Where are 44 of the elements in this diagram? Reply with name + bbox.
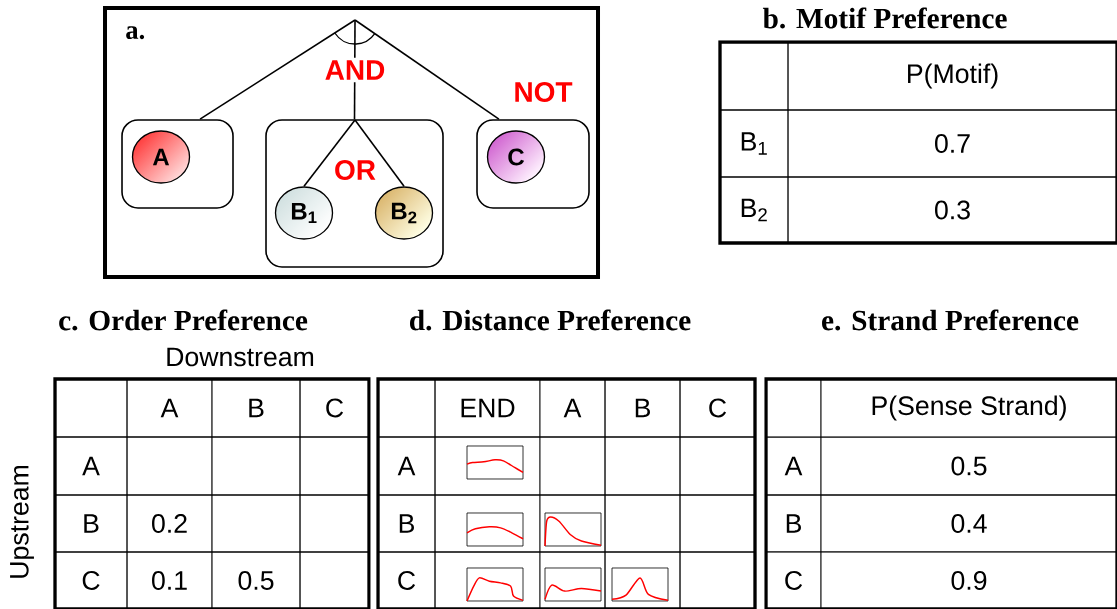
- column-header: B: [635, 398, 650, 418]
- row-header: A: [82, 456, 100, 476]
- row-header: A: [397, 456, 416, 476]
- row-header: B: [786, 514, 801, 533]
- column-header: B: [249, 398, 264, 418]
- table-value: 0.5: [238, 571, 274, 590]
- table-value: 0.3: [935, 200, 970, 220]
- operator-label: OR: [335, 160, 376, 180]
- group-box: [265, 119, 444, 268]
- group-box: [121, 119, 234, 209]
- column-header: P(Sense Strand): [872, 395, 1066, 421]
- panel-title: c. Order Preference: [59, 309, 308, 331]
- tree-line: [354, 119, 405, 188]
- axis-label: Downstream: [167, 347, 314, 367]
- column-header: C: [326, 398, 344, 418]
- table-value: 0.7: [935, 134, 970, 153]
- column-header: A: [160, 398, 179, 418]
- row-header: B$_{2}$: [741, 198, 767, 222]
- row-header: B: [84, 514, 99, 533]
- row-header: C: [398, 571, 416, 590]
- axis-label: Upstream: [10, 466, 34, 578]
- row-header: C: [82, 571, 100, 590]
- row-header: C: [785, 571, 803, 590]
- panel-title: e. Strand Preference: [822, 309, 1079, 331]
- column-header: C: [709, 398, 727, 418]
- column-header: P(Motif): [908, 63, 998, 89]
- row-header: A: [784, 456, 803, 476]
- group-box: [476, 119, 590, 209]
- row-header: B: [399, 514, 414, 533]
- tree-line: [354, 19, 500, 120]
- table-value: 0.5: [951, 456, 987, 476]
- table-value: 0.9: [951, 571, 987, 590]
- row-header: B$_{1}$: [741, 132, 767, 155]
- operator-label: NOT: [515, 82, 573, 102]
- edge-label: AND: [322, 57, 388, 83]
- panel-title: d. Distance Preference: [410, 309, 691, 331]
- panel-title: b. Motif Preference: [762, 7, 1007, 29]
- column-header: A: [563, 398, 582, 418]
- column-header: END: [461, 398, 515, 418]
- tree-line: [303, 119, 356, 188]
- table-value: 0.2: [152, 514, 187, 533]
- table-value: 0.4: [951, 514, 987, 533]
- tree-line: [199, 19, 356, 120]
- table-value: 0.1: [152, 571, 187, 590]
